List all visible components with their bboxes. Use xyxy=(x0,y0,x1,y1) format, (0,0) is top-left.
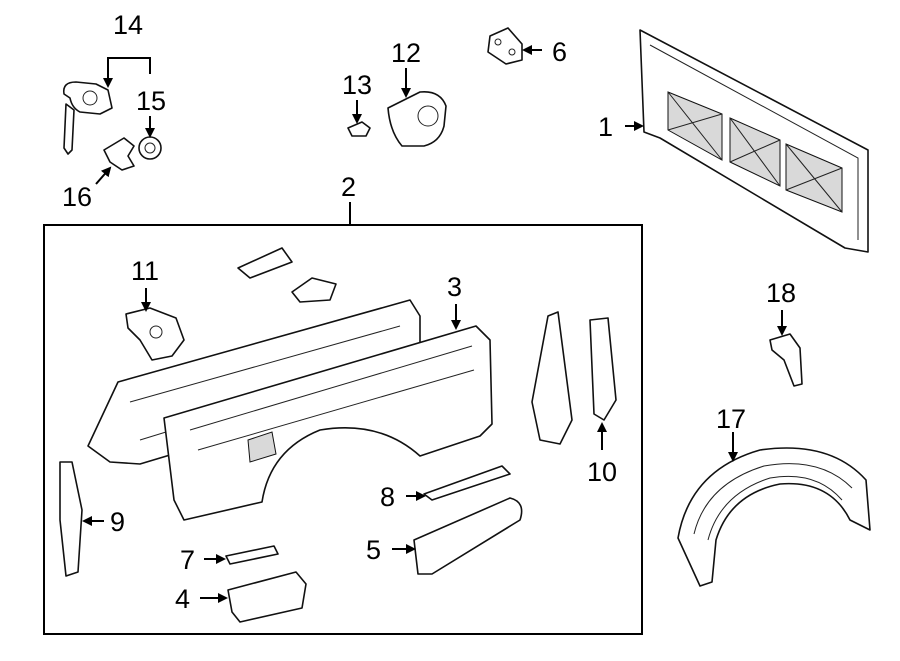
callout-2: 2 xyxy=(341,172,356,202)
bracket-part-11 xyxy=(125,307,185,361)
callout-10: 10 xyxy=(587,457,617,487)
lock-cylinder-part-14 xyxy=(62,81,113,155)
retainer-part-15 xyxy=(138,136,162,160)
fuel-door-part xyxy=(387,90,447,147)
pillar-part-10 xyxy=(589,317,617,421)
callout-18: 18 xyxy=(766,278,796,308)
callout-16: 16 xyxy=(62,182,92,212)
callout-13: 13 xyxy=(342,70,372,100)
callout-9: 9 xyxy=(110,507,125,537)
tailgate-part xyxy=(639,29,869,253)
callout-8: 8 xyxy=(380,482,395,512)
callout-3: 3 xyxy=(447,272,462,302)
wheelhouse-part-17 xyxy=(677,447,871,587)
reinforcement-part-4 xyxy=(227,571,307,623)
bracket-part-18 xyxy=(769,333,803,387)
clip-part-16 xyxy=(103,137,135,171)
callout-11: 11 xyxy=(131,256,159,286)
callout-6: 6 xyxy=(552,37,567,67)
callout-14: 14 xyxy=(113,10,143,40)
bracket-part-top xyxy=(291,277,337,303)
pillar-part-left xyxy=(531,311,573,445)
callout-1: 1 xyxy=(598,112,613,142)
reinforcement-part-5 xyxy=(413,497,523,575)
callout-17: 17 xyxy=(716,404,746,434)
sill-part-8 xyxy=(423,465,511,501)
stake-pocket-part xyxy=(237,247,293,279)
bracket-part-7 xyxy=(225,545,279,565)
callout-7: 7 xyxy=(180,545,195,575)
callout-5: 5 xyxy=(366,535,381,565)
bedside-part-3 xyxy=(163,325,493,521)
assembly-frame xyxy=(43,224,643,635)
callout-12: 12 xyxy=(391,38,421,68)
brace-part-9 xyxy=(59,461,83,577)
clip-part-13 xyxy=(347,121,371,137)
callout-4: 4 xyxy=(175,584,190,614)
callout-15: 15 xyxy=(136,86,166,116)
bracket-part-6 xyxy=(487,27,523,65)
